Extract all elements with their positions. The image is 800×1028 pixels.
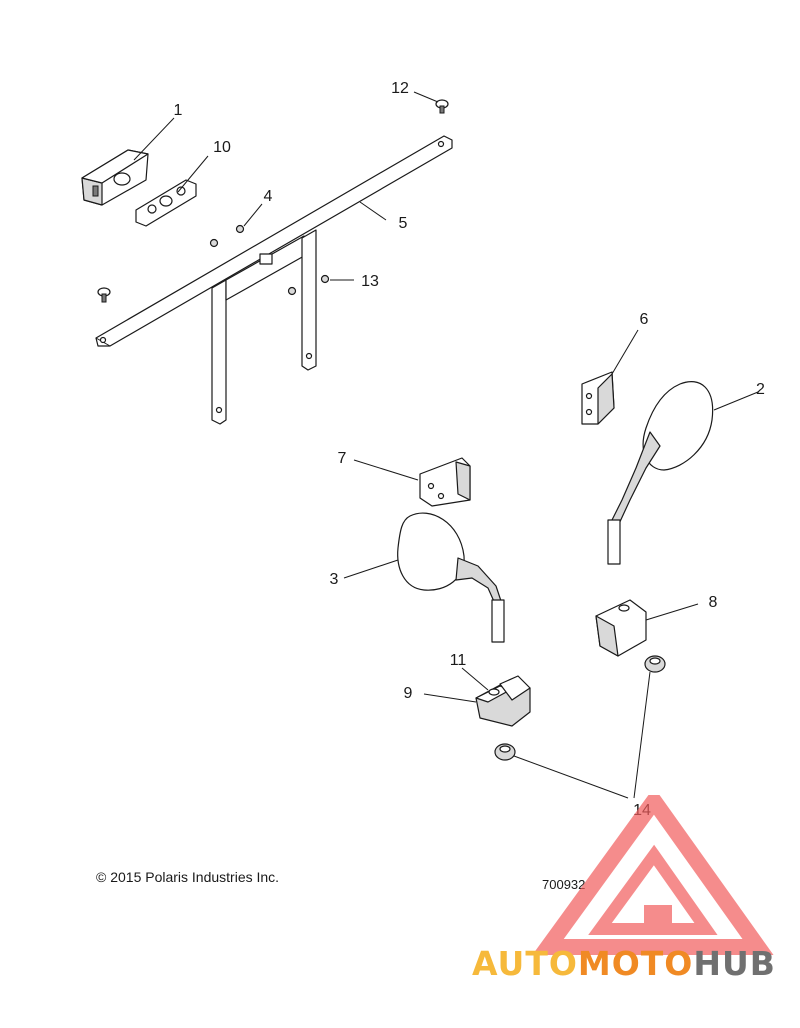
callout-1: 1	[174, 102, 183, 119]
watermark-triangle-logo	[532, 795, 774, 955]
part-6-mirror-bracket	[581, 371, 615, 425]
callout-7: 7	[338, 450, 347, 467]
watermark-auto: AUTO	[472, 944, 578, 983]
part-5-frame-bracket	[95, 135, 453, 425]
part-1-lamp-housing	[81, 149, 149, 206]
part-3-left-mirror	[397, 512, 505, 643]
part-10-gasket-plate	[135, 179, 197, 227]
callout-11: 11	[450, 652, 467, 669]
part-14-nut	[494, 655, 666, 761]
callout-12: 12	[391, 80, 409, 97]
screw-left	[97, 287, 111, 303]
part-13-nut	[320, 274, 330, 284]
part-4-nut	[209, 224, 297, 296]
callout-4: 4	[264, 188, 273, 205]
watermark-moto: MOTO	[578, 944, 693, 983]
callout-8: 8	[709, 594, 718, 611]
callout-5: 5	[399, 215, 408, 232]
automotohub-watermark: AUTOMOTOHUB	[472, 795, 776, 983]
watermark-hub: HUB	[693, 944, 776, 983]
drawing-number: 700932	[542, 877, 586, 892]
callout-3: 3	[330, 571, 339, 588]
part-9-clamp	[475, 675, 531, 727]
callout-9: 9	[404, 685, 413, 702]
part-12-screw	[435, 99, 449, 114]
watermark-text: AUTOMOTOHUB	[472, 944, 776, 983]
callout-13: 13	[361, 273, 379, 290]
callout-6: 6	[640, 311, 649, 328]
callout-10: 10	[213, 139, 231, 156]
callout-2: 2	[756, 381, 765, 398]
copyright-notice: © 2015 Polaris Industries Inc.	[96, 869, 280, 885]
part-2-right-mirror	[607, 381, 714, 565]
part-8-clamp	[595, 599, 647, 657]
part-7-mirror-bracket	[419, 457, 471, 507]
leader-lines	[133, 91, 759, 799]
